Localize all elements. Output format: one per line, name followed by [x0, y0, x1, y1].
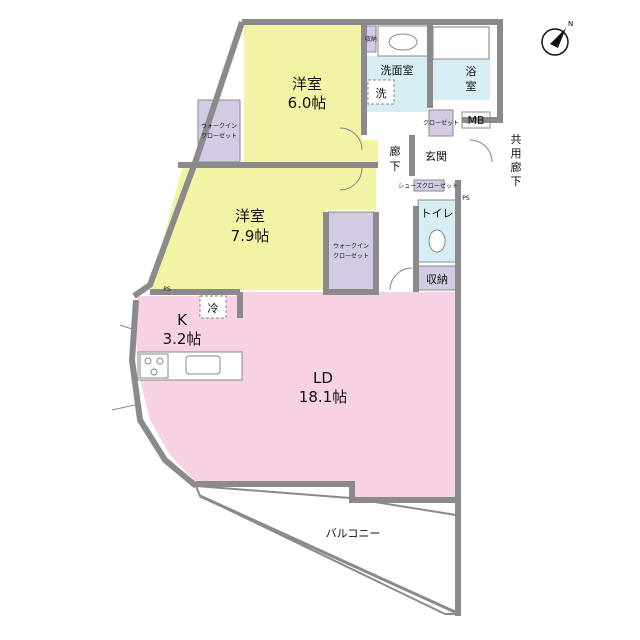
- fridge-space: [199, 295, 227, 319]
- mb-label: MB: [467, 114, 484, 127]
- bath-label-1: 浴: [466, 65, 477, 78]
- north-arrow-icon: N: [541, 20, 573, 56]
- hallway-label-2: 下: [390, 160, 401, 173]
- western-room-2-size: 7.9帖: [231, 227, 270, 245]
- fridge-label: 冷: [208, 302, 219, 315]
- walkin-1-label-a: ウォークイン: [201, 122, 237, 130]
- shoes-closet-label: シューズクローゼット: [398, 182, 458, 190]
- corridor-label-3: 廊: [511, 160, 522, 174]
- corridor-label-2: 用: [511, 147, 522, 160]
- western-room-2: [152, 168, 376, 290]
- shoes-closet: [413, 179, 445, 192]
- washer-space: [367, 79, 395, 105]
- storage-small-label: 収納: [365, 35, 377, 43]
- balcony-label: バルコニー: [326, 527, 381, 540]
- corridor-label-1: 共: [511, 133, 522, 146]
- sink: [377, 25, 429, 57]
- entrance-label: 玄関: [425, 149, 447, 163]
- walkin-2-label-a: ウォークイン: [333, 242, 369, 250]
- western-room-2-name: 洋室: [235, 207, 265, 225]
- walkin-1-label-b: クローゼット: [201, 132, 237, 140]
- hallway-label-1: 廊: [390, 144, 401, 158]
- entrance-closet: [428, 109, 454, 137]
- ld-room: [136, 292, 458, 500]
- closet-label: クローゼット: [423, 119, 459, 127]
- compass-label: N: [568, 20, 573, 28]
- western-room-1-name: 洋室: [292, 75, 322, 93]
- western-room-1: [244, 24, 378, 164]
- kitchen-size: 3.2帖: [163, 330, 202, 348]
- walkin-closet-2: [327, 211, 375, 291]
- ps-label-2: PS: [462, 195, 470, 202]
- kitchen-name: K: [177, 311, 188, 329]
- walkin-2-label-b: クローゼット: [333, 252, 369, 260]
- washroom-label: 洗面室: [381, 63, 414, 77]
- ps-label: PS: [163, 286, 171, 293]
- storage-label: 収納: [426, 273, 448, 286]
- western-room-1-size: 6.0帖: [288, 94, 327, 112]
- ld-size: 18.1帖: [299, 388, 347, 406]
- washer-label: 洗: [376, 87, 387, 100]
- ld-name: LD: [313, 369, 333, 387]
- bathtub: [432, 26, 490, 60]
- bath-label-2: 室: [466, 79, 477, 93]
- toilet-label: トイレ: [421, 207, 454, 220]
- corridor-label-4: 下: [511, 175, 522, 188]
